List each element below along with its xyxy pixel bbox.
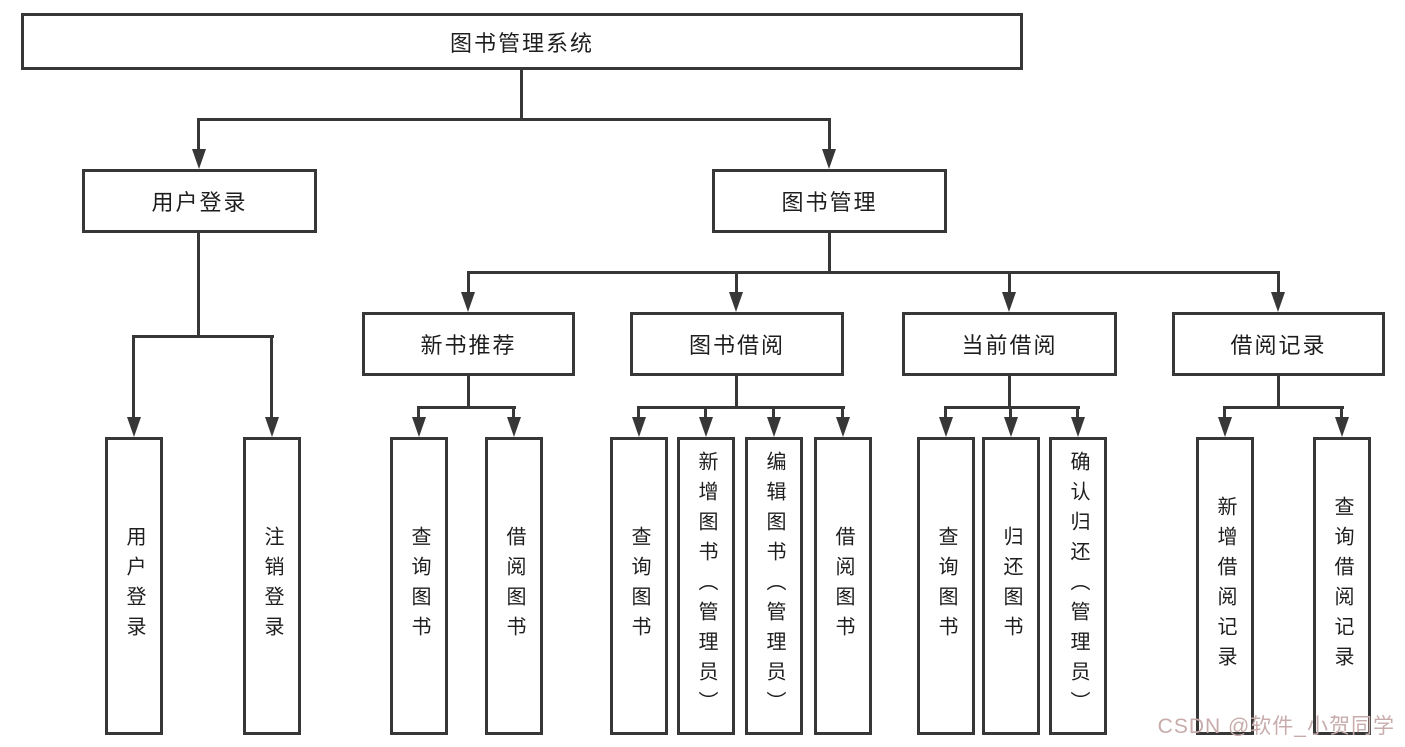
connector-user-login-rail [132, 335, 274, 338]
node-book-mgmt: 图书管理 [712, 169, 947, 233]
connector-user-login-stem [197, 233, 200, 338]
connector-user-login-drop [197, 118, 200, 151]
leaf-label: 注销登录 [261, 526, 283, 646]
leaf-add-borrow-record: 新增借阅记录 [1196, 437, 1254, 735]
leaf-borrow-book-1: 借阅图书 [485, 437, 543, 735]
node-book-mgmt-label: 图书管理 [781, 190, 878, 215]
leaf-logout: 注销登录 [243, 437, 301, 735]
leaf-confirm-return-admin: 确认归还（管理员） [1049, 437, 1107, 735]
connector-leaf-drop [704, 406, 707, 419]
node-root-label: 图书管理系统 [449, 30, 594, 56]
leaf-query-borrow-record: 查询借阅记录 [1313, 437, 1371, 735]
leaf-label: 查询图书 [935, 526, 957, 646]
connector-root-stem [520, 69, 523, 121]
arrow-down-icon [729, 292, 743, 312]
arrow-down-icon [127, 417, 141, 437]
connector-leaf-drop [132, 335, 135, 419]
leaf-query-book-2: 查询图书 [610, 437, 668, 735]
arrow-down-icon [1218, 417, 1232, 437]
connector-level3-drop [467, 271, 470, 294]
leaf-label: 查询图书 [628, 526, 650, 646]
watermark: CSDN @软件_小贺同学 [1157, 715, 1395, 738]
node-current-borrow: 当前借阅 [902, 312, 1117, 376]
connector-new-book-stem [467, 376, 470, 409]
leaf-label: 确认归还（管理员） [1067, 451, 1089, 721]
connector-leaf-drop [1223, 406, 1226, 419]
arrow-down-icon [939, 417, 953, 437]
leaf-user-login: 用户登录 [105, 437, 163, 735]
connector-book-mgmt-rail [467, 271, 1280, 274]
connector-level3-drop [1277, 271, 1280, 294]
leaf-label: 归还图书 [1000, 526, 1022, 646]
node-book-borrow: 图书借阅 [630, 312, 844, 376]
arrow-down-icon [632, 417, 646, 437]
node-borrow-record-label: 借阅记录 [1230, 333, 1327, 358]
connector-leaf-drop [944, 406, 947, 419]
connector-leaf-drop [1340, 406, 1343, 419]
connector-leaf-drop [1076, 406, 1079, 419]
arrow-down-icon [836, 417, 850, 437]
connector-book-borrow-stem [735, 376, 738, 409]
leaf-query-book-1: 查询图书 [390, 437, 448, 735]
node-new-book: 新书推荐 [362, 312, 575, 376]
leaf-label: 查询借阅记录 [1331, 496, 1353, 676]
connector-borrow-record-rail [1223, 406, 1344, 409]
node-user-login-label: 用户登录 [151, 190, 248, 215]
connector-new-book-rail [417, 406, 516, 409]
arrow-down-icon [265, 417, 279, 437]
arrow-down-icon [412, 417, 426, 437]
leaf-query-book-3: 查询图书 [917, 437, 975, 735]
connector-current-borrow-stem [1008, 376, 1011, 409]
connector-leaf-drop [772, 406, 775, 419]
arrow-down-icon [461, 292, 475, 312]
connector-root-rail [197, 118, 831, 121]
leaf-edit-book-admin: 编辑图书（管理员） [745, 437, 803, 735]
arrow-down-icon [507, 417, 521, 437]
arrow-down-icon [822, 149, 836, 169]
node-new-book-label: 新书推荐 [420, 333, 517, 358]
connector-leaf-drop [512, 406, 515, 419]
leaf-return-book: 归还图书 [982, 437, 1040, 735]
node-book-borrow-label: 图书借阅 [688, 333, 785, 358]
arrow-down-icon [192, 149, 206, 169]
connector-leaf-drop [841, 406, 844, 419]
connector-current-borrow-rail [944, 406, 1080, 409]
node-borrow-record: 借阅记录 [1172, 312, 1385, 376]
arrow-down-icon [1335, 417, 1349, 437]
connector-borrow-record-stem [1277, 376, 1280, 409]
arrow-down-icon [1071, 417, 1085, 437]
node-root: 图书管理系统 [21, 13, 1023, 70]
node-current-borrow-label: 当前借阅 [961, 333, 1058, 358]
connector-level3-drop [1008, 271, 1011, 294]
connector-book-mgmt-stem [828, 233, 831, 274]
leaf-label: 查询图书 [408, 526, 430, 646]
leaf-add-book-admin: 新增图书（管理员） [677, 437, 735, 735]
leaf-label: 编辑图书（管理员） [763, 451, 785, 721]
arrow-down-icon [767, 417, 781, 437]
connector-level3-drop [735, 271, 738, 294]
connector-leaf-drop [417, 406, 420, 419]
arrow-down-icon [1004, 417, 1018, 437]
arrow-down-icon [699, 417, 713, 437]
arrow-down-icon [1271, 292, 1285, 312]
leaf-label: 借阅图书 [832, 526, 854, 646]
connector-leaf-drop [1009, 406, 1012, 419]
leaf-label: 新增图书（管理员） [695, 451, 717, 721]
leaf-label: 借阅图书 [503, 526, 525, 646]
leaf-borrow-book-2: 借阅图书 [814, 437, 872, 735]
arrow-down-icon [1002, 292, 1016, 312]
connector-book-borrow-rail [637, 406, 845, 409]
connector-leaf-drop [270, 335, 273, 419]
leaf-label: 新增借阅记录 [1214, 496, 1236, 676]
node-user-login: 用户登录 [82, 169, 317, 233]
connector-book-mgmt-drop [828, 118, 831, 151]
leaf-label: 用户登录 [123, 526, 145, 646]
connector-leaf-drop [637, 406, 640, 419]
